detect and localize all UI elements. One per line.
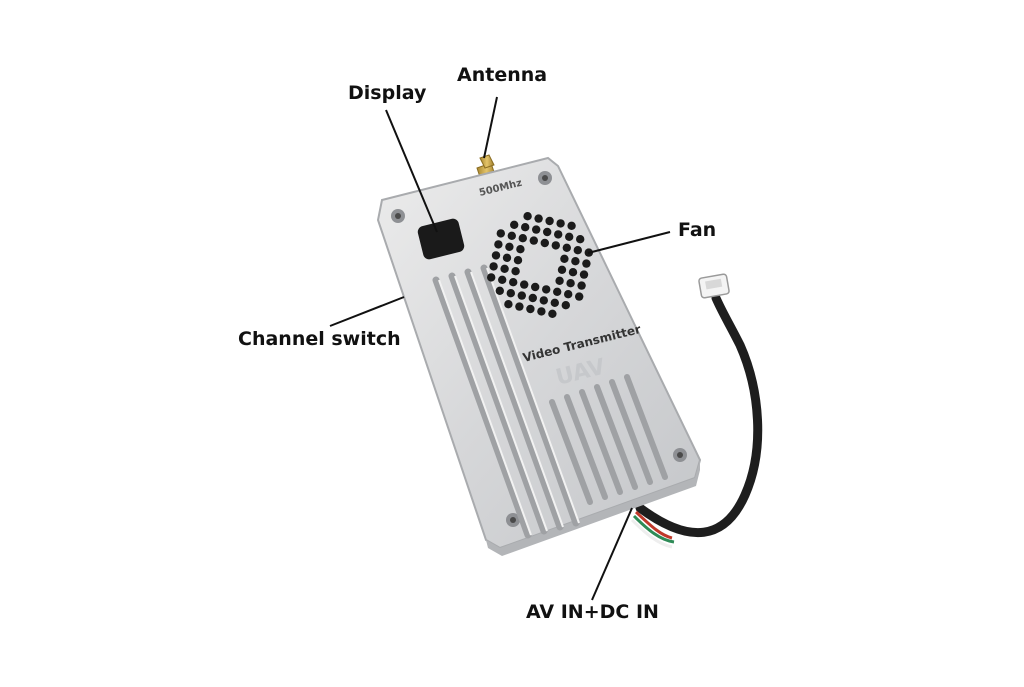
heat-sink-rib-highlight: [438, 279, 532, 536]
fan-hole: [545, 216, 554, 226]
fan-hole: [560, 254, 569, 263]
fan-hole: [543, 227, 552, 237]
power-video-cable: [630, 293, 763, 549]
fan-hole: [540, 238, 549, 248]
fan-hole: [511, 267, 520, 276]
heat-sink-ribs: [432, 264, 580, 539]
fan-hole: [582, 259, 591, 268]
fan-hole: [528, 293, 537, 303]
antenna-label: Antenna: [457, 64, 548, 86]
cable-connector: [698, 273, 730, 299]
fan-hole: [568, 268, 578, 277]
fan-label: Fan: [678, 219, 717, 241]
heat-sink-rib: [564, 394, 608, 500]
fan-hole: [562, 243, 571, 252]
av-dc-in-label: AV IN+DC IN: [526, 601, 659, 623]
fan-hole: [518, 234, 527, 243]
fan-hole: [573, 246, 582, 255]
display-window: [417, 218, 465, 260]
heat-sink-rib-highlight: [470, 271, 564, 528]
fan-hole: [542, 285, 551, 294]
fan-hole: [561, 301, 570, 310]
fan-hole: [565, 232, 574, 241]
fan-hole: [571, 257, 580, 266]
fan-hole: [510, 220, 519, 229]
fan-hole: [494, 240, 503, 249]
fan-hole: [555, 276, 564, 285]
fan-hole: [489, 262, 498, 271]
fan-hole: [554, 230, 563, 239]
fan-hole: [491, 251, 501, 260]
fan-hole: [517, 291, 526, 300]
heat-sink-rib: [549, 399, 593, 505]
fan-hole: [506, 289, 515, 298]
fan-hole: [495, 286, 504, 295]
fan-hole: [498, 275, 507, 284]
fan-hole: [553, 287, 562, 296]
fan-hole: [487, 273, 496, 282]
heat-sink-rib: [448, 272, 548, 535]
fan-hole: [539, 296, 548, 305]
heat-sink-rib: [594, 384, 638, 490]
leader-av-dc-in: [591, 507, 633, 601]
leader-lines: [329, 96, 671, 601]
fan-hole: [496, 229, 505, 238]
fan-hole: [513, 256, 523, 265]
fan-hole: [556, 219, 565, 228]
heat-sink-rib: [624, 374, 668, 480]
fan-hole: [520, 280, 529, 289]
heat-sink-rib: [464, 268, 564, 531]
fan-hole: [532, 225, 541, 234]
heat-sink-rib: [480, 264, 580, 527]
fan-hole: [526, 304, 535, 314]
heat-sink-rib: [609, 379, 653, 485]
fan-hole: [507, 231, 516, 240]
transmitter-body: [376, 156, 702, 556]
fan-grille: [487, 212, 593, 318]
fan-hole: [567, 221, 576, 230]
fan-hole: [534, 214, 543, 223]
fan-hole: [516, 245, 525, 254]
fan-hole: [537, 307, 546, 316]
fan-hole: [515, 302, 524, 311]
fan-hole: [566, 279, 575, 288]
display-label: Display: [348, 82, 427, 104]
fan-hole: [502, 253, 512, 262]
fan-hole: [521, 223, 530, 232]
fan-hole: [551, 241, 560, 250]
channel-switch-label: Channel switch: [238, 328, 401, 350]
fan-hole: [509, 278, 518, 287]
fan-hole: [577, 281, 586, 290]
fan-hole: [550, 298, 559, 307]
fan-hole: [557, 265, 567, 274]
fan-hole: [500, 264, 509, 273]
heat-sink-rib: [579, 389, 623, 495]
fan-hole: [523, 212, 532, 221]
fan-hole: [529, 236, 538, 245]
leader-fan: [587, 231, 671, 254]
heat-sink-rib-highlight: [454, 275, 548, 532]
heat-sink-ribs-short: [549, 374, 668, 505]
leader-channel-switch: [329, 296, 405, 327]
fan-hole: [505, 242, 514, 251]
heat-sink-rib: [432, 276, 532, 539]
fan-hole: [576, 235, 585, 244]
leader-display: [385, 109, 438, 233]
fan-hole: [564, 290, 573, 299]
fan-hole: [548, 309, 557, 318]
leader-antenna: [483, 96, 498, 159]
fan-hole: [579, 270, 589, 279]
screw-icon: [391, 171, 687, 527]
fan-hole: [504, 300, 513, 309]
heat-sink-rib-highlight: [486, 267, 580, 524]
fan-hole: [575, 292, 584, 301]
fan-hole: [531, 282, 540, 292]
